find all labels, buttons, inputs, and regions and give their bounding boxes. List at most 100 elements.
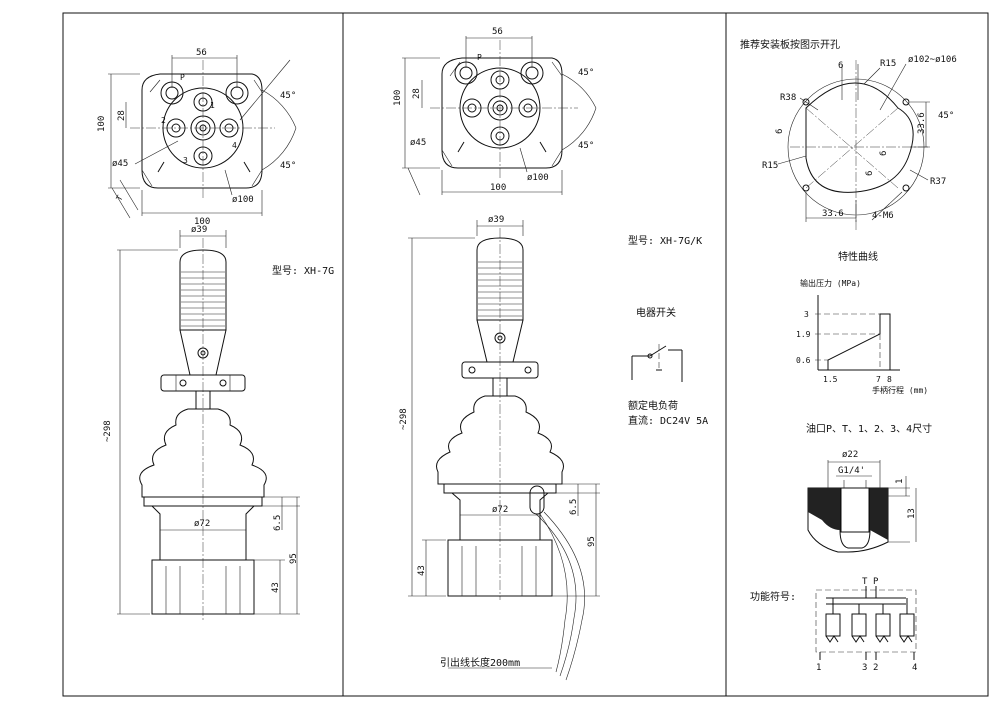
dim-298: ~298: [103, 420, 113, 442]
characteristic-curve: 输出压力 (MPa) 3 1.9 0.6 1.5 7 8 手柄行程 (mm): [796, 278, 928, 395]
dim-43-2: 43: [417, 565, 427, 576]
dim-28-2: 28: [412, 88, 422, 99]
port-p-label: P: [180, 73, 185, 82]
dim-56-2: 56: [492, 27, 503, 37]
flange-plate: [143, 496, 263, 507]
panel3: 推荐安装板按图示开孔 6 R15 ø102~ø106 R38 6 R15 6: [740, 38, 957, 673]
port-section: ø22 G1/4' 1 13: [807, 450, 917, 553]
curve-line: [827, 313, 891, 370]
drawing-frame: [62, 12, 989, 697]
curve-xlabel: 手柄行程 (mm): [872, 385, 928, 395]
dim-phi72-2: ø72: [492, 505, 508, 515]
dim-100-vertical: 100: [97, 116, 107, 132]
curve-y-0-6: 0.6: [796, 356, 811, 365]
cutout-outline: [805, 82, 914, 193]
dim-phi39-2: ø39: [488, 215, 504, 225]
dim-100-horizontal-2: 100: [490, 183, 506, 193]
dim-95: 95: [289, 553, 299, 564]
curve-x-8: 8: [887, 375, 892, 384]
mount-title: 推荐安装板按图示开孔: [740, 38, 840, 51]
r38: R38: [780, 93, 796, 103]
dim-100-horizontal: 100: [194, 217, 210, 227]
curve-y-3: 3: [804, 310, 809, 319]
dim-phi45-2: ø45: [410, 138, 426, 148]
dim-33-6-vertical: 33.6: [917, 112, 927, 134]
valve-body: [151, 559, 255, 615]
dim-45-b-2: 45°: [578, 141, 594, 151]
dim-phi72: ø72: [194, 519, 210, 529]
port-dim-13: 13: [907, 508, 917, 519]
symbol-t: T: [862, 577, 868, 587]
dim-43: 43: [271, 582, 281, 593]
port-dim-phi22: ø22: [842, 450, 858, 460]
curve-title: 特性曲线: [838, 250, 878, 263]
valve-body-2: [447, 539, 553, 597]
wire-length-label: 引出线长度200mm: [440, 656, 520, 669]
dim-phi39: ø39: [191, 225, 207, 235]
curve-x-7: 7: [876, 375, 881, 384]
dim-45-a-2: 45°: [578, 68, 594, 78]
dim-45-mount: 45°: [938, 111, 954, 121]
dim-56: 56: [196, 48, 207, 58]
dim-28: 28: [117, 110, 127, 121]
function-symbol: T P: [815, 577, 917, 673]
curve-y-1-9: 1.9: [796, 330, 811, 339]
lead-wire-2: [535, 513, 577, 677]
r37: R37: [930, 177, 946, 187]
flange-outline: [141, 73, 263, 189]
port-4-label: 4: [232, 141, 237, 150]
dim-6-5-2: 6.5: [569, 499, 579, 515]
symbol-2: 2: [873, 663, 878, 673]
symbol-1: 1: [816, 663, 821, 673]
curve-x-1-5: 1.5: [823, 375, 838, 384]
symbol-title: 功能符号:: [750, 590, 796, 603]
model-label-xh7g: 型号: XH-7G: [272, 264, 334, 277]
dim-phi100-2: ø100: [527, 173, 549, 183]
symbol-p: P: [873, 577, 879, 587]
dim-6-left: 6: [775, 129, 785, 134]
lead-wire-1: [539, 513, 568, 673]
mount-cutout: 6 R15 ø102~ø106 R38 6 R15 6 6 33.6 45° R…: [762, 55, 957, 232]
dim-6-mid-b: 6: [879, 151, 889, 156]
dc-rating-label: 直流: DC24V 5A: [628, 414, 708, 427]
dim-phi45: ø45: [112, 159, 128, 169]
r15-top: R15: [880, 59, 896, 69]
dim-95-2: 95: [587, 536, 597, 547]
switch-title: 电器开关: [636, 306, 676, 319]
handle-grip-2: [476, 237, 524, 321]
dim-phi100: ø100: [232, 195, 254, 205]
model-label-xh7gk: 型号: XH-7G/K: [628, 234, 702, 247]
curve-ylabel: 输出压力 (MPa): [800, 278, 861, 288]
handle-grip: [179, 249, 227, 331]
port-1-label: 1: [210, 101, 215, 110]
dim-100-vertical-2: 100: [393, 90, 403, 106]
port-p-label-2: P: [477, 53, 482, 62]
switch-cable-gland: [529, 485, 545, 515]
port-3-label: 3: [183, 156, 188, 165]
dim-45-a: 45°: [280, 91, 296, 101]
phi102-106: ø102~ø106: [908, 55, 957, 65]
holes-4-m6: 4-M6: [872, 211, 894, 221]
panel2-side-view: ø39 ~298 ø72 6.5 95 43: [399, 215, 600, 681]
flange-outline-2: [441, 57, 563, 169]
panel1: 56 100 28 ø45 45° 45° ø100 100 T P 2 3 4: [97, 48, 334, 622]
dim-6-mid-a: 6: [865, 171, 875, 176]
rated-load-label: 额定电负荷: [628, 399, 678, 412]
symbol-3: 3: [862, 663, 867, 673]
dim-45-b: 45°: [280, 161, 296, 171]
panel2-top-view: 56 100 28 ø45 45° 45° ø100 100 P: [393, 27, 597, 196]
r15-left: R15: [762, 161, 778, 171]
dim-6-top: 6: [838, 61, 843, 71]
port-t-label: T: [115, 194, 125, 203]
port-title: 油口P、T、1、2、3、4尺寸: [806, 422, 932, 435]
dim-6-5: 6.5: [273, 515, 283, 531]
dim-33-6-horizontal: 33.6: [822, 209, 844, 219]
panel1-side-view: ø39 ~298 ø72 6.5 95 43: [103, 225, 300, 622]
port-2-label: 2: [161, 116, 166, 125]
dim-298-2: ~298: [399, 408, 409, 430]
port-dim-1: 1: [895, 479, 905, 484]
lead-wire-3: [543, 511, 585, 681]
panel2: 56 100 28 ø45 45° 45° ø100 100 P: [393, 27, 708, 681]
panel1-top-view: 56 100 28 ø45 45° 45° ø100 100 T P 2 3 4: [97, 48, 297, 227]
